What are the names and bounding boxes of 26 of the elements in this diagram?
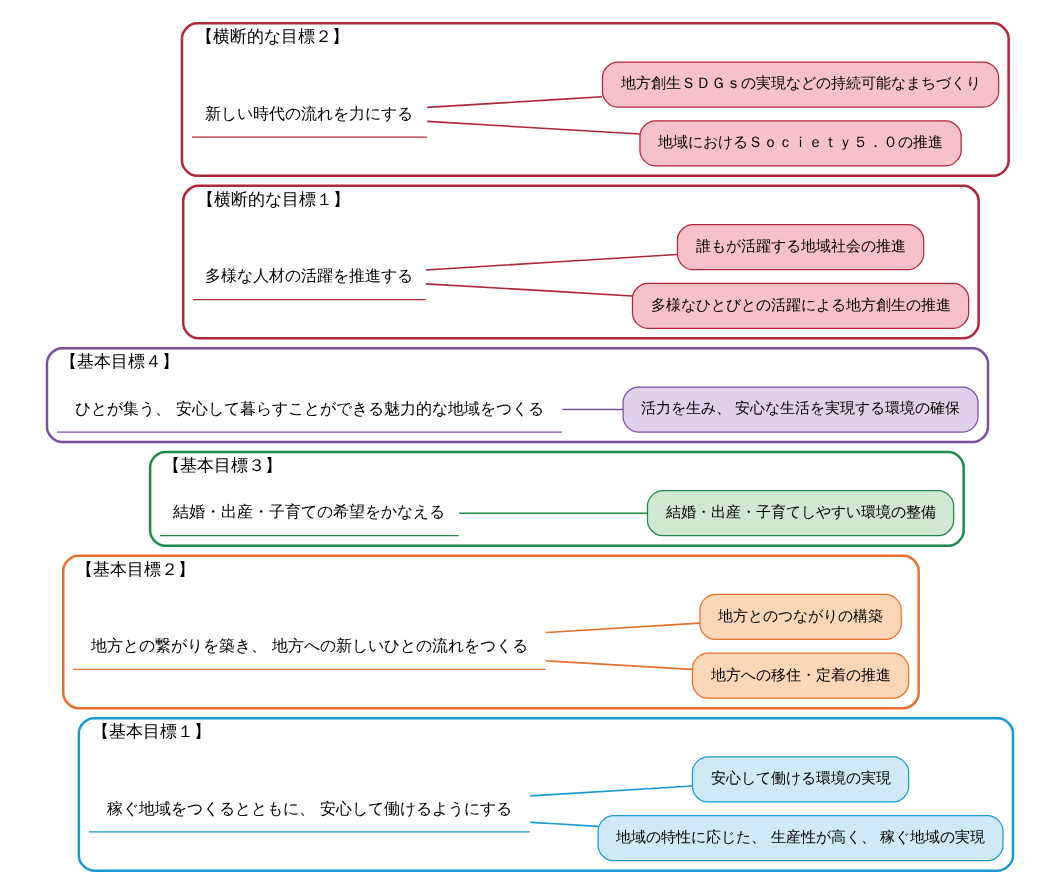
node-box: 地域の特性に応じた、 生産性が高く、 稼ぐ地域の実現 bbox=[597, 815, 1004, 862]
node-text: ひとが集う、 安心して暮らすことができる魅力的な地域をつくる bbox=[74, 398, 545, 418]
connector bbox=[544, 622, 701, 634]
node-text: 多様な人材の活躍を推進する bbox=[205, 266, 414, 286]
connector bbox=[426, 95, 603, 109]
node-box: 地方とのつながりの構築 bbox=[699, 593, 902, 641]
node-box: 地方創生ＳＤＧｓの実現などの持続可能なまちづくり bbox=[601, 61, 1000, 108]
node-box: 多様なひとびとの活躍による地方創生の推進 bbox=[631, 282, 970, 329]
connector bbox=[561, 408, 624, 411]
node-box: 結婚・出産・子育てしやすい環境の整備 bbox=[646, 490, 955, 537]
connector bbox=[544, 659, 694, 671]
node-box: 地方への移住・定着の推進 bbox=[691, 652, 910, 699]
connector bbox=[425, 253, 679, 271]
connector bbox=[529, 821, 599, 828]
node-box: 活力を生み、 安心な生活を実現する環境の確保 bbox=[622, 386, 979, 433]
node-text: 結婚・出産・子育ての希望をかなえる bbox=[173, 502, 446, 522]
connector bbox=[426, 120, 641, 135]
node-text: 新しい時代の流れを力にする bbox=[205, 103, 414, 123]
node-box: 誰もが活躍する地域社会の推進 bbox=[676, 223, 925, 271]
connector bbox=[425, 283, 633, 297]
node-text: 稼ぐ地域をつくるとともに、 安心して働けるようにする bbox=[106, 798, 513, 818]
connector bbox=[529, 785, 694, 797]
connector bbox=[458, 512, 649, 515]
node-box: 地域におけるＳｏｃｉｅｔｙ５．０の推進 bbox=[639, 120, 962, 167]
node-box: 安心して働ける環境の実現 bbox=[691, 756, 910, 803]
node-text: 地方との繋がりを築き、 地方への新しいひとの流れをつくる bbox=[90, 636, 529, 656]
